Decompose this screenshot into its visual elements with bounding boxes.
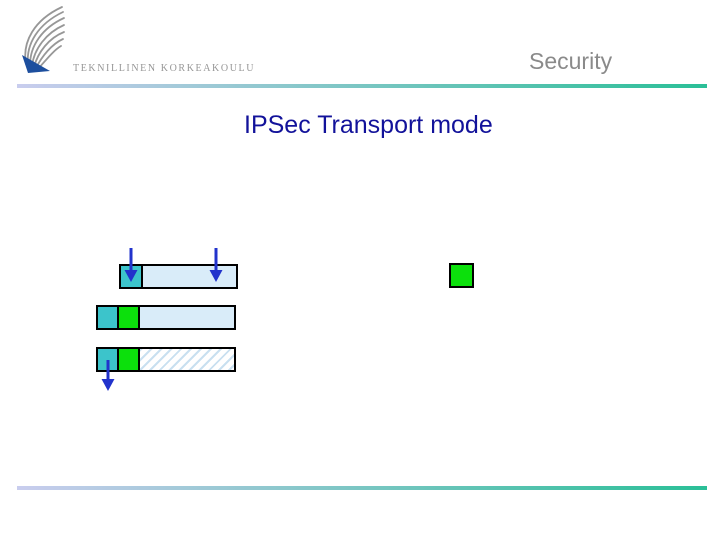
ipsec-header-cell xyxy=(119,349,140,370)
packet-bar-original xyxy=(119,264,238,289)
ip-header-cell xyxy=(98,349,119,370)
packet-bar-with-ipsec-header xyxy=(96,305,236,330)
ip-header-cell xyxy=(98,307,119,328)
packet-bar-encrypted xyxy=(96,347,236,372)
logo-text: TEKNILLINEN KORKEAKOULU xyxy=(73,63,256,74)
ipsec-header-cell xyxy=(119,307,140,328)
encrypted-payload-cell xyxy=(140,349,234,370)
header-divider xyxy=(17,84,707,88)
payload-cell xyxy=(143,266,236,287)
page-label: Security xyxy=(529,48,613,74)
ip-header-cell xyxy=(121,266,143,287)
university-logo-icon xyxy=(22,6,65,73)
logo-blue-triangle xyxy=(22,55,50,73)
ipsec-header-square xyxy=(449,263,474,288)
footer-divider xyxy=(17,486,707,490)
payload-cell xyxy=(140,307,234,328)
slide-title: IPSec Transport mode xyxy=(244,111,493,139)
